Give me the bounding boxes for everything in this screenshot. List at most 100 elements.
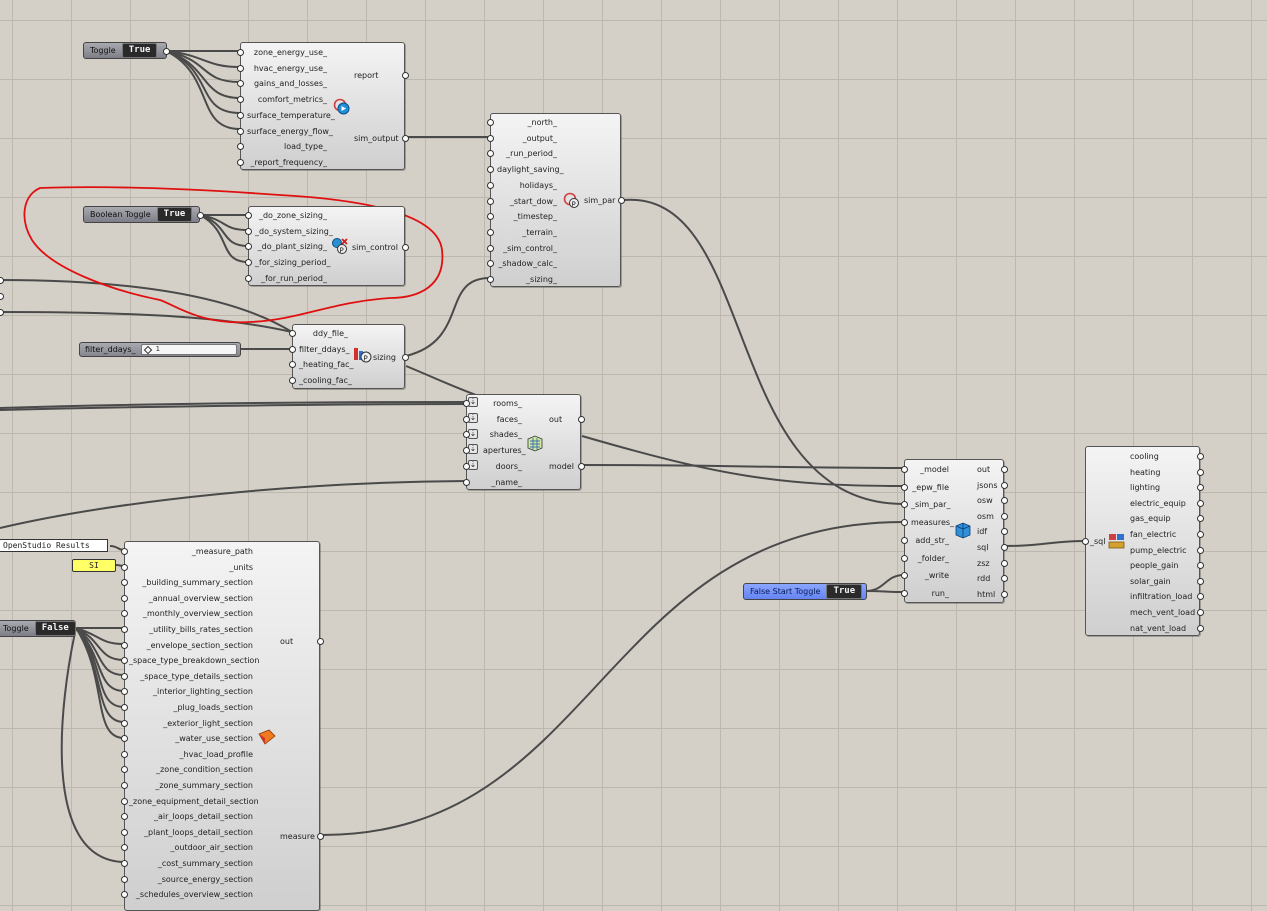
- input-pin[interactable]: [121, 610, 128, 618]
- input-pin[interactable]: [237, 127, 244, 135]
- run-toggle[interactable]: False Start Toggle True: [743, 583, 867, 600]
- output-pin[interactable]: [1197, 577, 1204, 585]
- input-pin[interactable]: [237, 64, 244, 72]
- output-pin[interactable]: [197, 212, 204, 219]
- output-pin[interactable]: [1197, 453, 1204, 460]
- measure-path-panel[interactable]: OpenStudio Results: [0, 539, 108, 552]
- output-pin[interactable]: [578, 416, 585, 423]
- output-pin[interactable]: [1197, 468, 1204, 476]
- input-pin[interactable]: [121, 641, 128, 649]
- input-pin[interactable]: [121, 750, 128, 758]
- input-pin[interactable]: [121, 704, 128, 711]
- output-pin[interactable]: [1197, 484, 1204, 492]
- input-pin[interactable]: [487, 166, 494, 174]
- input-pin[interactable]: [901, 572, 908, 580]
- input-pin[interactable]: [237, 49, 244, 56]
- input-pin[interactable]: [237, 111, 244, 119]
- input-pin[interactable]: [237, 158, 244, 166]
- input-pin[interactable]: [463, 478, 470, 486]
- input-pin[interactable]: [237, 80, 244, 88]
- output-pin[interactable]: [1001, 544, 1008, 551]
- slider-track[interactable]: 1: [140, 344, 237, 355]
- sim-control-component[interactable]: _do_zone_sizing__do_system_sizing__do_pl…: [248, 206, 405, 286]
- filter-ddays-slider[interactable]: filter_ddays_ 1: [79, 342, 241, 357]
- input-pin[interactable]: [463, 462, 470, 470]
- output-pin[interactable]: [317, 833, 324, 840]
- input-pin[interactable]: [121, 860, 128, 867]
- input-pin[interactable]: [121, 688, 128, 696]
- output-pin[interactable]: [1001, 559, 1008, 567]
- input-pin[interactable]: [237, 96, 244, 104]
- input-pin[interactable]: [289, 330, 296, 337]
- input-pin[interactable]: [121, 626, 128, 633]
- edge-pin[interactable]: [0, 309, 4, 316]
- output-pin[interactable]: [317, 638, 324, 645]
- input-pin[interactable]: [121, 563, 128, 571]
- output-pin[interactable]: [1001, 590, 1008, 598]
- results-measure-component[interactable]: _measure_path_units_building_summary_sec…: [124, 541, 320, 911]
- input-pin[interactable]: [487, 119, 494, 126]
- edge-pin[interactable]: [0, 293, 4, 300]
- input-pin[interactable]: [463, 415, 470, 423]
- run-toggle-value[interactable]: True: [826, 584, 863, 599]
- input-pin[interactable]: [487, 197, 494, 205]
- output-pin[interactable]: [163, 48, 170, 55]
- output-pin[interactable]: [1197, 499, 1204, 507]
- input-pin[interactable]: [121, 548, 128, 555]
- run-osm-component[interactable]: _model_epw_file_sim_par_measures_add_str…: [904, 459, 1004, 603]
- input-pin[interactable]: [121, 891, 128, 899]
- input-pin[interactable]: [487, 150, 494, 158]
- output-pin[interactable]: [1001, 512, 1008, 520]
- input-pin[interactable]: [121, 797, 128, 805]
- output-pin[interactable]: [1197, 624, 1204, 632]
- input-pin[interactable]: [245, 227, 252, 235]
- input-pin[interactable]: [121, 735, 128, 743]
- input-pin[interactable]: [463, 447, 470, 455]
- input-pin[interactable]: [121, 782, 128, 789]
- input-pin[interactable]: [245, 259, 252, 267]
- input-pin[interactable]: [121, 672, 128, 680]
- output-pin[interactable]: [578, 463, 585, 470]
- output-pin[interactable]: [1197, 562, 1204, 570]
- output-pin[interactable]: [1197, 609, 1204, 616]
- sim-output-component[interactable]: zone_energy_use_hvac_energy_use_gains_an…: [240, 42, 405, 170]
- input-pin[interactable]: [463, 400, 470, 407]
- input-pin[interactable]: [121, 657, 128, 665]
- input-pin[interactable]: [901, 589, 908, 597]
- output-pin[interactable]: [1001, 497, 1008, 505]
- input-pin[interactable]: [121, 875, 128, 883]
- sizing-toggle-value[interactable]: True: [156, 207, 193, 222]
- input-pin[interactable]: [487, 181, 494, 189]
- input-pin[interactable]: [487, 276, 494, 283]
- sections-toggle-value[interactable]: False: [34, 621, 76, 636]
- input-pin[interactable]: [463, 431, 470, 439]
- output-pin[interactable]: [402, 244, 409, 251]
- output-pin[interactable]: [402, 354, 409, 361]
- input-pin[interactable]: [237, 143, 244, 151]
- input-pin[interactable]: [289, 345, 296, 353]
- input-pin[interactable]: [487, 228, 494, 236]
- input-pin[interactable]: [901, 483, 908, 491]
- sim-par-component[interactable]: _north__output__run_period_daylight_savi…: [490, 113, 621, 287]
- report-toggle[interactable]: Toggle True: [83, 42, 167, 59]
- sizing-component[interactable]: ddy_file_filter_ddays__heating_fac__cool…: [292, 324, 405, 389]
- input-pin[interactable]: [121, 844, 128, 852]
- output-pin[interactable]: [618, 197, 625, 204]
- sections-toggle[interactable]: Toggle False: [0, 620, 76, 637]
- input-pin[interactable]: [487, 134, 494, 142]
- input-pin[interactable]: [487, 260, 494, 268]
- input-pin[interactable]: [121, 813, 128, 821]
- sizing-toggle[interactable]: Boolean Toggle True: [83, 206, 200, 223]
- output-pin[interactable]: [1001, 528, 1008, 536]
- input-pin[interactable]: [901, 519, 908, 527]
- output-pin[interactable]: [1001, 466, 1008, 473]
- output-pin[interactable]: [1001, 481, 1008, 489]
- model-component[interactable]: rooms_faces_shades_apertures_doors__name…: [466, 394, 581, 490]
- input-pin[interactable]: [901, 466, 908, 473]
- input-pin[interactable]: [1082, 538, 1089, 545]
- input-pin[interactable]: [121, 828, 128, 836]
- input-pin[interactable]: [245, 243, 252, 251]
- input-pin[interactable]: [121, 594, 128, 602]
- input-pin[interactable]: [901, 536, 908, 544]
